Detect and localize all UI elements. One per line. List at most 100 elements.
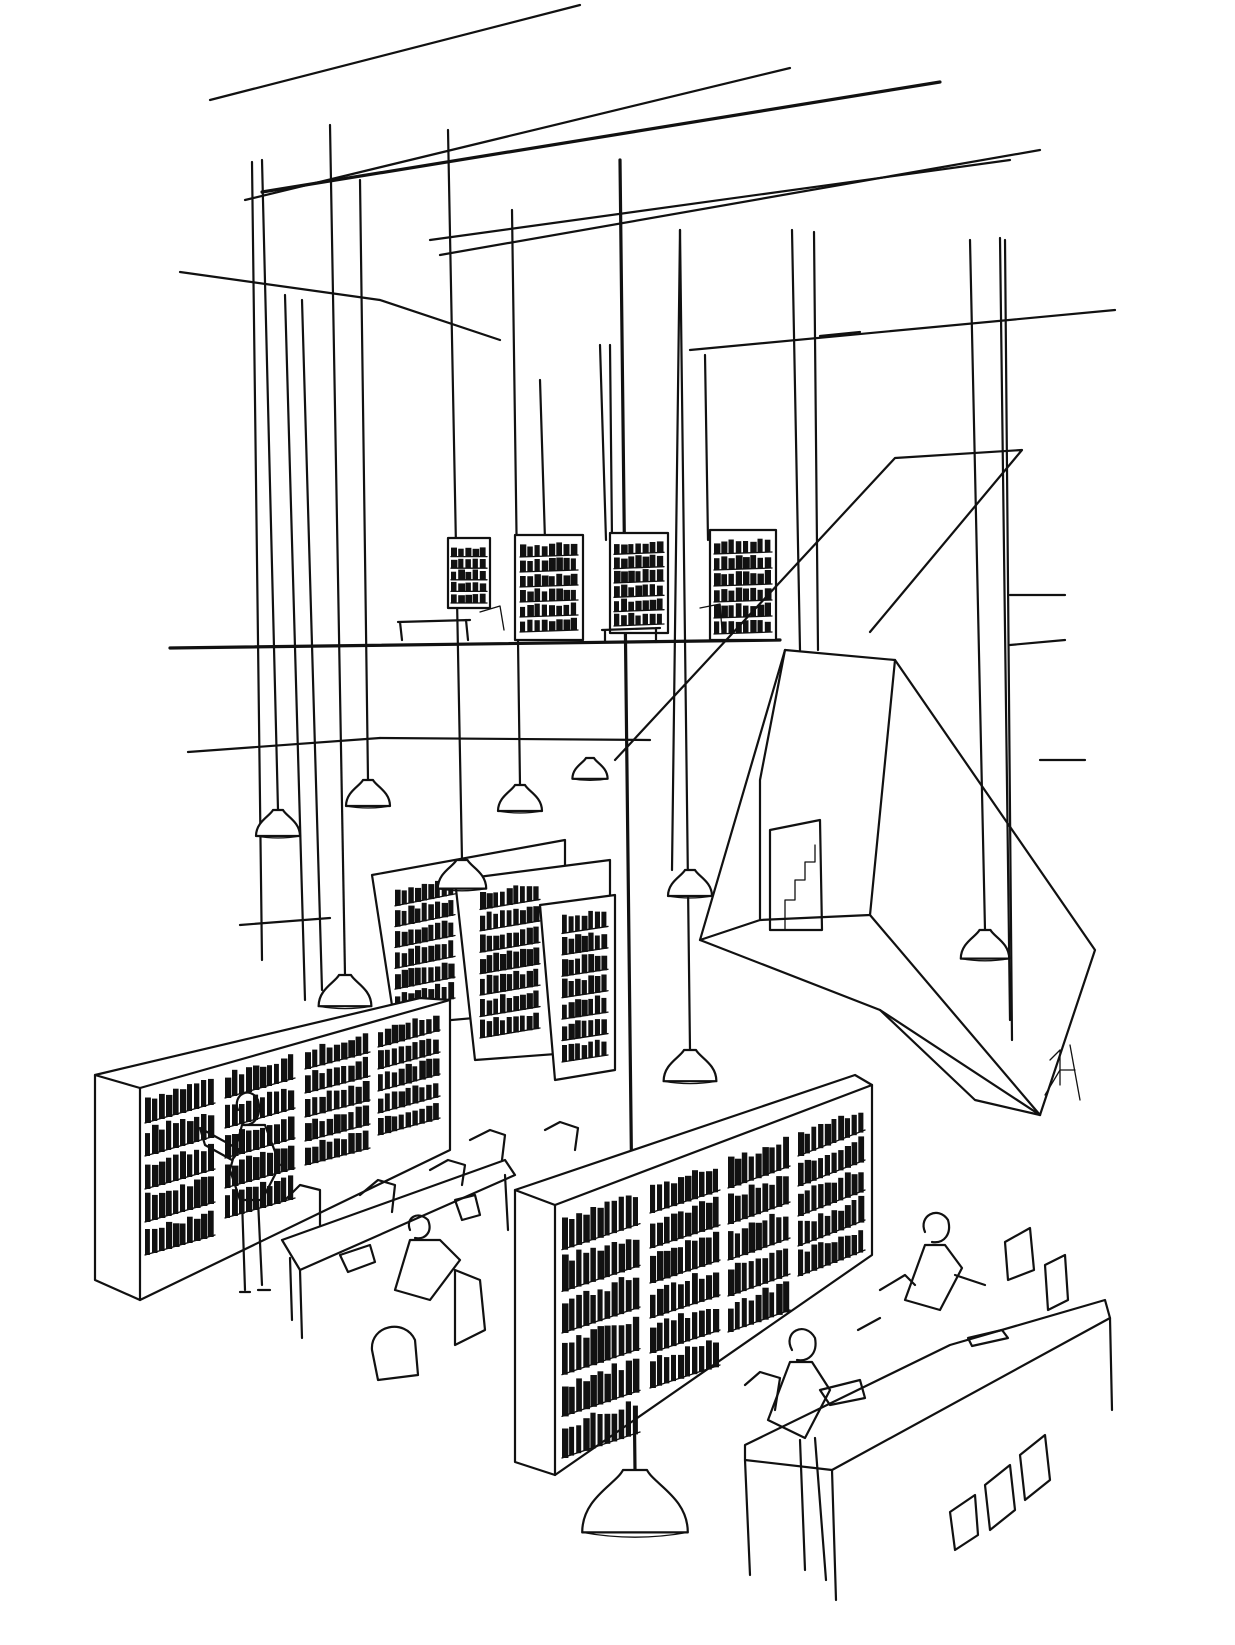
book-spine: [465, 547, 472, 557]
book-spine: [750, 587, 757, 601]
book-spine: [534, 620, 540, 632]
book-spine: [348, 1040, 355, 1058]
book-spine: [594, 911, 600, 929]
book-spine: [428, 945, 435, 962]
book-spine: [642, 556, 650, 568]
book-spine: [433, 1039, 439, 1054]
book-spine: [326, 1047, 333, 1064]
book-spine: [601, 1041, 607, 1056]
book-spine: [664, 1250, 671, 1279]
mezzanine-tables: [396, 603, 723, 644]
shelf-board: [561, 1054, 609, 1063]
book-spine: [274, 1181, 281, 1204]
book-spine: [428, 967, 434, 983]
book-spine: [685, 1240, 691, 1272]
shelf-board: [304, 1051, 371, 1070]
book-spine: [562, 1342, 568, 1375]
book-spine: [208, 1115, 215, 1138]
book-spine: [632, 1405, 638, 1435]
book-spine: [281, 1088, 287, 1112]
book-spine: [750, 620, 757, 633]
book-spine: [180, 1119, 186, 1146]
book-spine: [838, 1150, 844, 1171]
book-spine: [798, 1132, 805, 1156]
book-spine: [569, 1260, 575, 1289]
book-spine: [333, 1044, 341, 1062]
book-spine: [401, 969, 408, 988]
shelf-board: [519, 584, 579, 588]
book-spine: [281, 1148, 288, 1172]
book-spine: [858, 1136, 865, 1163]
book-spine: [743, 605, 749, 617]
book-spine: [625, 1401, 631, 1437]
book-spine: [764, 557, 772, 569]
book-spine: [824, 1155, 830, 1176]
book-spine: [583, 1381, 590, 1410]
book-spine: [208, 1176, 214, 1204]
book-spine: [625, 1324, 632, 1354]
book-spine: [583, 1418, 590, 1451]
book-spine: [618, 1243, 625, 1273]
book-spine: [776, 1217, 782, 1243]
book-spine: [604, 1245, 610, 1278]
book-spine: [428, 989, 435, 1004]
book-spine: [194, 1218, 201, 1241]
book-spine: [458, 548, 464, 557]
book-spine: [685, 1318, 691, 1342]
book-spine: [180, 1184, 186, 1212]
book-spine: [173, 1154, 179, 1181]
book-spine: [412, 1066, 418, 1082]
book-spine: [159, 1192, 166, 1218]
book-spine: [159, 1093, 165, 1119]
shelf-board: [479, 984, 541, 996]
book-spine: [520, 606, 526, 617]
book-spine: [657, 1355, 663, 1386]
book-spine: [312, 1049, 318, 1068]
book-spine: [333, 1114, 341, 1134]
book-spine: [570, 602, 577, 616]
book-spine: [604, 1373, 611, 1403]
book-spine: [706, 1275, 713, 1300]
book-spine: [433, 1103, 439, 1120]
book-spine: [649, 554, 656, 568]
book-spine: [408, 905, 415, 924]
book-spine: [288, 1175, 294, 1200]
book-spine: [618, 1325, 625, 1356]
book-spine: [520, 544, 527, 557]
book-spine: [451, 571, 457, 580]
book-spine: [472, 582, 479, 592]
book-spine: [194, 1149, 200, 1175]
book-spine: [225, 1195, 230, 1218]
book-spine: [556, 605, 562, 616]
book-spine: [699, 1346, 705, 1372]
book-spine: [433, 1058, 440, 1076]
book-spine: [818, 1242, 824, 1269]
shelf-board: [304, 1123, 371, 1142]
book-spine: [355, 1061, 362, 1080]
seated-reader-left: [338, 1214, 487, 1382]
book-spine: [635, 571, 641, 583]
book-spine: [426, 1058, 433, 1078]
book-spine: [401, 890, 407, 905]
book-spine: [173, 1088, 179, 1115]
book-spine: [734, 1262, 741, 1294]
book-spine: [597, 1250, 605, 1280]
book-spine: [678, 1313, 684, 1344]
shelf-board: [649, 1224, 721, 1249]
book-spine: [601, 997, 607, 1014]
book-spine: [458, 569, 465, 580]
book-spine: [479, 559, 486, 569]
book-spine: [513, 885, 519, 904]
book-spine: [341, 1089, 347, 1108]
book-spine: [798, 1220, 803, 1246]
book-spine: [500, 994, 506, 1014]
book-spine: [581, 980, 587, 995]
book-spine: [671, 1247, 678, 1277]
book-spine: [549, 558, 556, 571]
book-spine: [145, 1097, 151, 1123]
shelf-board: [561, 990, 609, 999]
book-spine: [632, 1239, 640, 1268]
book-spine: [451, 547, 457, 557]
shelf-board: [613, 594, 665, 598]
book-spine: [728, 621, 735, 634]
